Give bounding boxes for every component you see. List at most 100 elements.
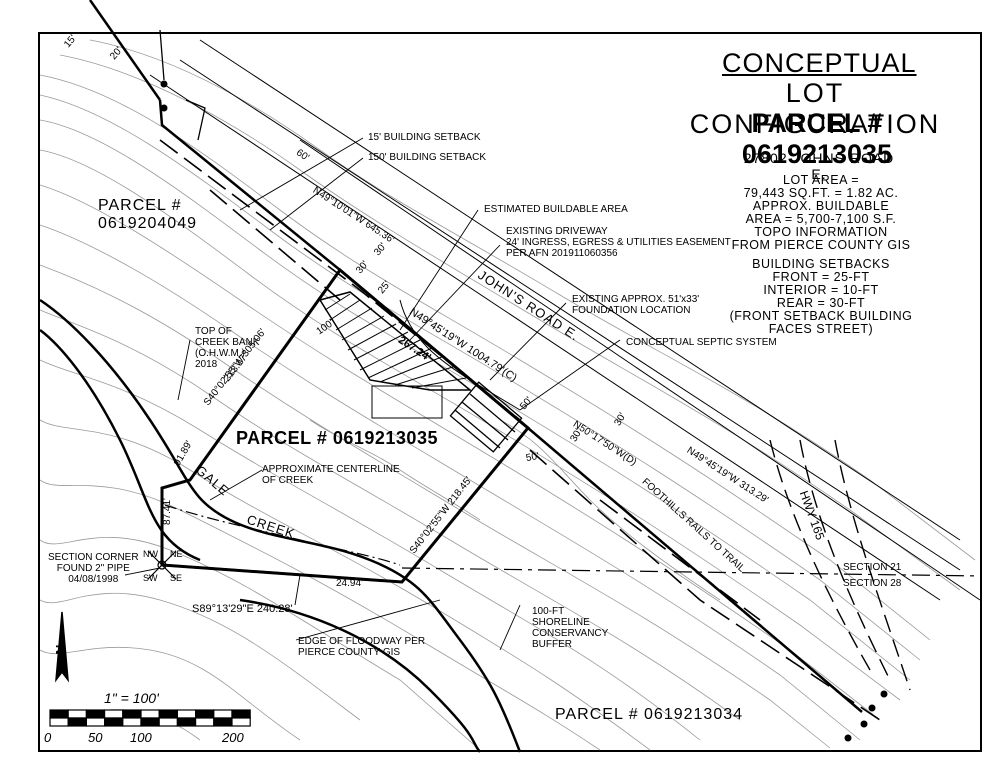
scale-bar-cell	[122, 717, 142, 727]
parcel-north-label: PARCEL # 0619204049	[98, 197, 197, 233]
lot-info-line: TOPO INFORMATION	[754, 225, 888, 239]
dim-label: 50'	[525, 450, 540, 465]
callout-driveway: EXISTING DRIVEWAY 24' INGRESS, EGRESS & …	[506, 226, 731, 259]
scale-bar-cell	[158, 709, 178, 719]
scale-bar-cell	[176, 709, 197, 719]
callout-creek-centerline: APPROXIMATE CENTERLINE OF CREEK	[262, 464, 400, 486]
compass-se: SE	[170, 573, 183, 583]
setback-line: INTERIOR = 10-FT	[763, 283, 879, 297]
scale-label: 1" = 100'	[104, 690, 159, 706]
compass-nw: NW	[143, 549, 158, 559]
lot-info-line: LOT AREA =	[783, 173, 859, 187]
buildable-area-hatch	[318, 291, 473, 391]
callout-line: EXISTING APPROX. 51'x33'	[572, 294, 700, 305]
foundation-outline	[371, 385, 443, 419]
bearing-south-seg: 24.94'	[336, 578, 363, 589]
map-frame	[38, 32, 982, 752]
callout-150ft-setback: 150' BUILDING SETBACK	[368, 152, 487, 163]
scale-bar-cell	[85, 709, 106, 719]
callout-line: TOP OF	[195, 326, 232, 337]
scale-bar-cell	[213, 709, 233, 719]
callout-line: APPROXIMATE CENTERLINE	[262, 464, 400, 475]
scale-bar-cell	[49, 717, 69, 727]
parcel-label-line: PARCEL #	[98, 197, 182, 214]
title-address: 27802 JOHNS ROAD E.	[743, 150, 895, 182]
scale-bar-cell	[49, 709, 69, 719]
callout-line: PIERCE COUNTY GIS	[298, 647, 401, 658]
lot-info-line: 79,443 SQ.FT. = 1.82 AC.	[743, 186, 899, 200]
callout-line: CREEK BANK	[195, 337, 260, 348]
title-lot-configuration: LOT CONFIGURATION	[689, 78, 941, 139]
scale-bar-cell	[85, 717, 106, 727]
callout-line: SHORELINE	[532, 617, 590, 628]
title-conceptual: CONCEPTUAL	[722, 48, 917, 78]
callout-line: FOUND 2" PIPE	[56, 563, 130, 574]
callout-line: EXISTING DRIVEWAY	[506, 226, 608, 237]
setback-line: FACES STREET)	[768, 322, 874, 336]
callout-line: 24' INGRESS, EGRESS & UTILITIES EASEMENT	[506, 237, 731, 248]
callout-line: 04/08/1998	[68, 574, 119, 585]
callout-15ft-setback: 15' BUILDING SETBACK	[368, 132, 481, 143]
hwy-165-lines	[769, 439, 911, 691]
callout-line: FOUNDATION LOCATION	[572, 305, 691, 316]
title-parcel-number: PARCEL # 0619213035	[741, 108, 893, 169]
scale-bar-cell	[213, 717, 233, 727]
scale-bar-cell	[231, 709, 251, 719]
section-line	[401, 567, 983, 577]
scale-tick-label: 0	[44, 730, 52, 745]
johns-road-lines	[149, 39, 981, 601]
creek-banks	[39, 298, 522, 753]
scale-bar-cell	[122, 709, 142, 719]
lot-info-line: AREA = 5,700-7,100 S.F.	[745, 212, 897, 226]
scale-bar-cell	[140, 717, 160, 727]
callout-line: BUFFER	[532, 639, 572, 650]
scale-bar-cell	[67, 709, 87, 719]
creek-centerline	[164, 504, 401, 566]
septic-system	[449, 381, 523, 453]
compass-ne: NE	[170, 549, 183, 559]
callout-line: OF CREEK	[262, 475, 314, 486]
scale-bar-cell	[103, 709, 124, 719]
parcel-main-label: PARCEL # 0619213035	[236, 428, 438, 448]
parcel-south-label: PARCEL # 0619213034	[555, 706, 744, 723]
setback-line: FRONT = 25-FT	[772, 270, 870, 284]
scale-bar-cell	[158, 717, 178, 727]
callout-line: CONSERVANCY	[532, 628, 609, 639]
scale-tick-label: 100	[130, 730, 152, 745]
callout-line: PER AFN 201911060356	[506, 248, 618, 259]
callout-section-corner: SECTION CORNER FOUND 2" PIPE 04/08/1998	[48, 552, 139, 585]
callout-line: (O.H.W.M.)	[195, 348, 245, 359]
label-section-21: SECTION 21	[843, 562, 902, 573]
scale-bar-cell	[195, 709, 215, 719]
scale-bar-cell	[67, 717, 87, 727]
scale-tick-label: 200	[222, 730, 244, 745]
scale-tick-label: 50	[88, 730, 103, 745]
north-arrow-label: N	[52, 644, 69, 655]
leader-lines	[124, 137, 621, 651]
setback-line: (FRONT SETBACK BUILDING	[729, 309, 913, 323]
setback-line: BUILDING SETBACKS	[752, 257, 890, 271]
bearing-corner: 87.41'	[161, 498, 173, 525]
callout-foundation: EXISTING APPROX. 51'x33' FOUNDATION LOCA…	[572, 294, 699, 316]
callout-line: EDGE OF FLOODWAY PER	[298, 636, 426, 647]
section-corner-compass	[147, 550, 177, 580]
callout-line: 100-FT	[532, 606, 565, 617]
north-arrow	[55, 611, 69, 683]
bearing-south: S89°13'29"E 240.28'	[192, 603, 293, 615]
parcel-label-line: 0619204049	[98, 215, 197, 232]
scale-bar-cell	[140, 709, 160, 719]
lot-info: LOT AREA = 79,443 SQ.FT. = 1.82 AC. APPR…	[728, 174, 914, 252]
callout-septic: CONCEPTUAL SEPTIC SYSTEM	[626, 337, 777, 348]
setback-lines	[159, 139, 881, 721]
callout-shoreline-buffer: 100-FT SHORELINE CONSERVANCY BUFFER	[532, 606, 608, 650]
callout-line: SECTION CORNER	[48, 552, 139, 563]
callout-creek-bank: TOP OF CREEK BANK (O.H.W.M.) 2018	[195, 326, 259, 370]
scale-bar-cell	[103, 717, 124, 727]
topo-contours	[39, 39, 976, 751]
building-setbacks: BUILDING SETBACKS FRONT = 25-FT INTERIOR…	[728, 258, 914, 336]
lot-info-line: FROM PIERCE COUNTY GIS	[731, 238, 911, 252]
compass-sw: SW	[143, 573, 158, 583]
callout-floodway: EDGE OF FLOODWAY PER PIERCE COUNTY GIS	[298, 636, 425, 658]
callout-buildable-area: ESTIMATED BUILDABLE AREA	[484, 204, 628, 215]
